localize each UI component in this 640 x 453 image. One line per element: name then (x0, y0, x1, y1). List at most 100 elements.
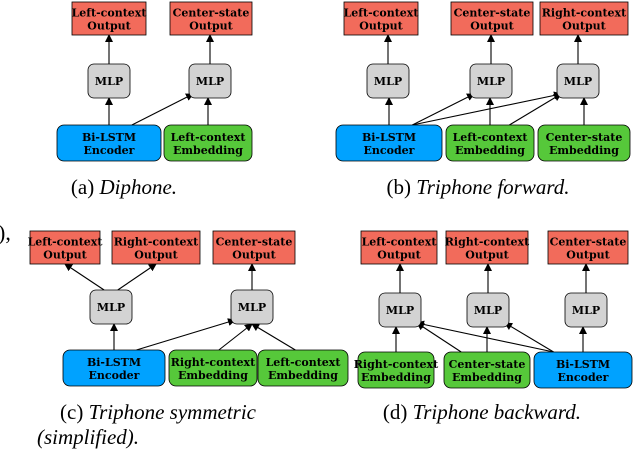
panel-a-output-0-label-line1: Left-context (72, 7, 148, 20)
panel-d: Left-contextOutputRight-contextOutputCen… (354, 230, 633, 389)
panel-c-edge-0 (64, 263, 105, 291)
panel-d-mlp-2-shape (564, 292, 608, 328)
panel-b-mlp-2-label: MLP (564, 75, 592, 88)
panel-d-edge-6 (504, 322, 554, 353)
panel-b-mlp-0: MLP (366, 63, 410, 99)
panel-a-mlp-1: MLP (188, 63, 232, 99)
panel-d-edge-8 (416, 322, 462, 353)
panel-c-caption-title: Triphone symmetric (89, 400, 257, 424)
panel-a-mlp-0-label: MLP (95, 75, 123, 88)
panel-c-output-1-label-line1: Right-context (114, 236, 199, 249)
panel-d-mlp-1: MLP (466, 292, 510, 328)
panel-c-caption-prefix: (c) (60, 400, 89, 424)
panel-b-edge-5 (412, 91, 562, 126)
panel-b-input-0-label-line2: Encoder (364, 144, 415, 157)
panel-d-input-0-shape (357, 351, 435, 389)
panel-d-mlp-0-shape (378, 292, 422, 328)
stray-text: ), (0, 220, 11, 245)
panel-b-edge-7 (509, 93, 562, 126)
panel-d-mlp-1-label: MLP (474, 304, 502, 317)
panel-c-edge-6 (251, 323, 296, 351)
panel-c-input-2-label-line1: Left-context (266, 356, 342, 369)
panel-c-mlp-1-shape (230, 289, 274, 325)
panel-b-input-1-label-line2: Embedding (455, 144, 525, 157)
panel-a-input-1-shape (163, 124, 253, 162)
panel-b-input-2-label-line1: Center-state (546, 131, 623, 144)
panel-c-output-2-label-line1: Center-state (216, 236, 293, 249)
panel-c-mlp-0: MLP (89, 289, 133, 325)
panel-c-output-1-shape (111, 230, 201, 265)
captions-layer: (a) Diphone.(b) Triphone forward.(c) Tri… (37, 175, 581, 449)
panel-a-mlp-1-shape (188, 63, 232, 99)
panel-c-input-2-shape (257, 349, 349, 387)
panel-a-input-1-label-line2: Embedding (173, 144, 243, 157)
panel-a-input-0-label-line1: Bi-LSTM (82, 131, 136, 144)
edges-layer (64, 34, 590, 353)
panel-c-input-1-label-line1: Right-context (171, 356, 256, 369)
panel-a-output-1-label-line1: Center-state (173, 7, 250, 20)
panel-c-input-0-label-line2: Encoder (89, 369, 140, 382)
panel-c-mlp-1: MLP (230, 289, 274, 325)
panel-a-caption-prefix: (a) (71, 175, 100, 199)
panel-c-edge-1 (117, 263, 157, 291)
panel-d-output-2-label-line2: Output (566, 249, 610, 262)
panel-c-caption: (c) Triphone symmetric (60, 400, 257, 424)
panel-d-output-0-label-line2: Output (377, 249, 421, 262)
panel-c-output-0-label-line1: Left-context (28, 236, 104, 249)
panel-c-edge-4 (136, 318, 236, 351)
panel-b-output-1-label-line2: Output (470, 20, 514, 33)
panel-b-mlp-2: MLP (556, 63, 600, 99)
panel-d-output-1-shape (445, 230, 529, 265)
panel-c-mlp-1-label: MLP (238, 301, 266, 314)
panel-b-output-2-label-line2: Output (562, 20, 606, 33)
panel-b-mlp-0-label: MLP (374, 75, 402, 88)
panel-c-input-1-shape (168, 349, 258, 387)
panel-a-output-0-shape (71, 1, 147, 36)
panel-d-output-2-shape (547, 230, 629, 265)
panel-b-output-0-label-line2: Output (359, 20, 403, 33)
panel-b-edge-4 (412, 93, 475, 126)
panel-d-input-0-label-line2: Embedding (361, 371, 431, 384)
panel-c-edge-5 (218, 323, 253, 351)
panel-c-output-0-label-line2: Output (43, 249, 87, 262)
panel-b-input-2-shape (537, 124, 631, 162)
panel-a-input-0-shape (56, 124, 162, 162)
panel-b-input-1-label-line1: Left-context (453, 131, 529, 144)
panel-d-output-1-label-line2: Output (465, 249, 509, 262)
panel-a-mlp-0: MLP (87, 63, 131, 99)
panel-b-mlp-0-shape (366, 63, 410, 99)
panel-d-mlp-0: MLP (378, 292, 422, 328)
panel-d-input-2-label-line1: Bi-LSTM (556, 358, 610, 371)
panel-c-mlp-0-shape (89, 289, 133, 325)
panel-b-mlp-1-shape (469, 63, 513, 99)
panel-d-output-1-label-line1: Right-context (445, 236, 530, 249)
panel-b-input-0-label-line1: Bi-LSTM (362, 131, 416, 144)
panel-d-output-0-label-line1: Left-context (362, 236, 438, 249)
panel-d-output-0-shape (360, 230, 438, 265)
panel-a-mlp-0-shape (87, 63, 131, 99)
panel-b-output-0-label-line1: Left-context (344, 7, 420, 20)
panel-b-input-0-shape (335, 124, 443, 162)
panel-b-mlp-1-label: MLP (477, 75, 505, 88)
panel-d-caption-prefix: (d) (383, 400, 413, 424)
panel-c-output-2-label-line2: Output (232, 249, 276, 262)
panel-d-caption-title: Triphone backward. (413, 400, 581, 424)
panel-b-mlp-1: MLP (469, 63, 513, 99)
